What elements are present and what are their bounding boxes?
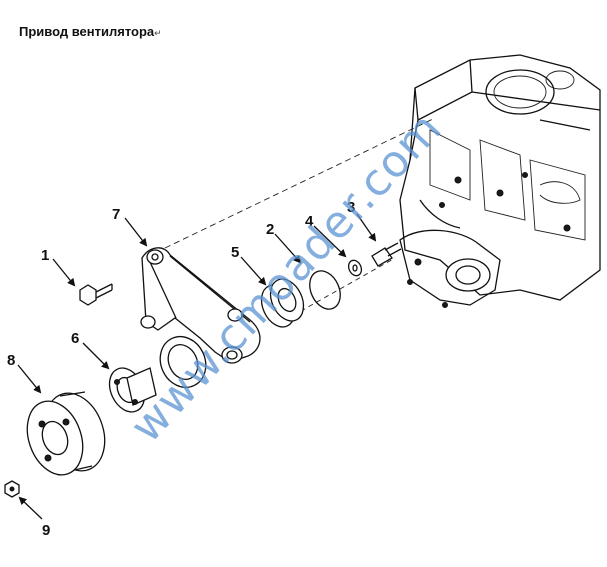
arrow-4 bbox=[313, 225, 347, 258]
arrow-5 bbox=[240, 256, 267, 286]
fan-bracket bbox=[140, 247, 261, 364]
arrow-6 bbox=[82, 342, 110, 370]
arrow-1 bbox=[52, 258, 76, 287]
arrow-8 bbox=[17, 364, 42, 394]
callout-2: 2 bbox=[266, 221, 274, 238]
callout-5: 5 bbox=[231, 244, 239, 261]
callout-8: 8 bbox=[7, 352, 15, 369]
arrow-3 bbox=[356, 213, 377, 242]
callout-1: 1 bbox=[41, 247, 49, 264]
fan-pulley bbox=[26, 391, 106, 476]
diagram-title: Привод вентилятора↵ bbox=[19, 24, 162, 39]
title-text: Привод вентилятора bbox=[19, 24, 155, 39]
washer bbox=[347, 259, 363, 277]
paragraph-mark: ↵ bbox=[154, 28, 162, 38]
capscrew-1 bbox=[79, 283, 113, 306]
snap-ring bbox=[309, 270, 341, 310]
arrow-2 bbox=[274, 233, 302, 264]
bearing bbox=[260, 278, 305, 328]
bracket-bore-ring bbox=[159, 336, 207, 388]
callout-3: 3 bbox=[347, 199, 355, 216]
callout-4: 4 bbox=[305, 213, 314, 230]
callout-7: 7 bbox=[112, 206, 120, 223]
capscrew-9 bbox=[4, 480, 20, 498]
arrow-9 bbox=[18, 496, 43, 520]
engine-block bbox=[399, 54, 601, 308]
arrow-7 bbox=[124, 217, 148, 247]
capscrew-3 bbox=[371, 242, 402, 267]
callout-9: 9 bbox=[42, 522, 50, 539]
fan-hub bbox=[108, 367, 157, 413]
callout-6: 6 bbox=[71, 330, 79, 347]
